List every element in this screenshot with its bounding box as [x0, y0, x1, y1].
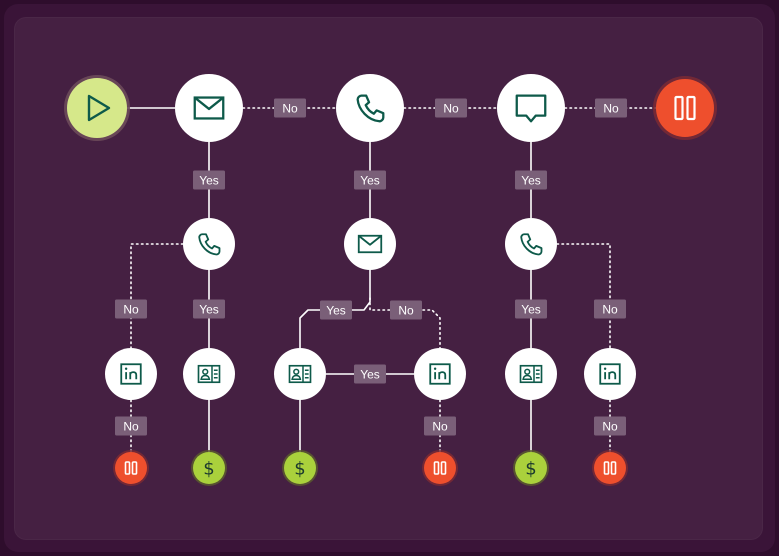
edge-label-yes: Yes	[354, 364, 386, 384]
node-contact-1[interactable]	[183, 348, 235, 400]
edge-label-yes: Yes	[515, 299, 547, 319]
node-circle	[336, 74, 404, 142]
node-linkedin-3[interactable]	[584, 348, 636, 400]
edge-label-text: Yes	[199, 173, 219, 187]
edge-label-text: Yes	[199, 302, 219, 316]
node-money-2[interactable]: $	[282, 450, 318, 486]
pause-icon	[124, 461, 138, 475]
nodes: $ $ $	[64, 74, 717, 486]
pause-icon	[674, 95, 696, 121]
edge-label-no: No	[595, 98, 627, 118]
edge-label-text: No	[432, 419, 448, 433]
edge-label-text: No	[602, 302, 618, 316]
edge-label-background	[595, 98, 627, 118]
edge-label-text: Yes	[521, 173, 541, 187]
connectors	[127, 107, 657, 453]
edge-label-yes: Yes	[193, 170, 225, 190]
pause-icon	[603, 461, 617, 475]
edge-label-background	[354, 170, 386, 190]
connector-email-2-to-linkedin-2	[369, 297, 441, 349]
edge-label-yes: Yes	[320, 300, 352, 320]
edge-label-background	[115, 299, 147, 319]
edge-label-no: No	[594, 416, 626, 436]
edge-label-text: Yes	[360, 367, 380, 381]
stop-circle	[115, 452, 147, 484]
dollar-icon: $	[525, 459, 536, 480]
edge-label-no: No	[424, 416, 456, 436]
edge-label-no: No	[115, 299, 147, 319]
edge-label-background	[594, 416, 626, 436]
edge-label-text: Yes	[521, 302, 541, 316]
node-message-1[interactable]	[497, 74, 565, 142]
edge-label-text: No	[282, 101, 298, 115]
edge-label-background	[424, 416, 456, 436]
edge-label-yes: Yes	[193, 299, 225, 319]
edge-label-background	[515, 299, 547, 319]
node-linkedin-1[interactable]	[105, 348, 157, 400]
stop-circle	[594, 452, 626, 484]
edge-label-no: No	[390, 300, 422, 320]
stop-circle	[656, 79, 714, 137]
edge-label-yes: Yes	[515, 170, 547, 190]
node-call-3[interactable]	[505, 218, 557, 270]
edge-label-text: No	[443, 101, 459, 115]
edge-label-background	[594, 299, 626, 319]
edge-label-background	[435, 98, 467, 118]
node-stop-1[interactable]	[113, 450, 149, 486]
edge-label-text: No	[602, 419, 618, 433]
edge-label-no: No	[594, 299, 626, 319]
edge-label-text: Yes	[326, 303, 346, 317]
dollar-icon: $	[294, 459, 305, 480]
stop-circle	[424, 452, 456, 484]
node-circle	[505, 348, 557, 400]
edge-label-text: No	[123, 419, 139, 433]
edge-label-text: No	[123, 302, 139, 316]
node-contact-2[interactable]	[274, 348, 326, 400]
edge-label-background	[115, 416, 147, 436]
edge-label-background	[193, 299, 225, 319]
node-circle	[183, 218, 235, 270]
edge-label-background	[193, 170, 225, 190]
node-circle	[497, 74, 565, 142]
node-stop-2[interactable]	[422, 450, 458, 486]
edge-label-no: No	[115, 416, 147, 436]
node-money-3[interactable]: $	[513, 450, 549, 486]
edge-label-yes: Yes	[354, 170, 386, 190]
outcome-circle	[193, 452, 225, 484]
node-circle	[274, 348, 326, 400]
edge-label-background	[515, 170, 547, 190]
edge-label-text: No	[603, 101, 619, 115]
node-contact-3[interactable]	[505, 348, 557, 400]
node-circle	[183, 348, 235, 400]
node-stop-top[interactable]	[653, 76, 717, 140]
edge-label-no: No	[274, 98, 306, 118]
connector-call-2-to-linkedin-1	[130, 243, 184, 349]
dollar-icon: $	[203, 459, 214, 480]
connector-call-3-to-linkedin-3	[556, 243, 611, 349]
node-email-1[interactable]	[175, 74, 243, 142]
edge-label-text: Yes	[360, 173, 380, 187]
node-call-2[interactable]	[183, 218, 235, 270]
node-circle	[505, 218, 557, 270]
edge-label-background	[390, 300, 422, 320]
node-call-1[interactable]	[336, 74, 404, 142]
outcome-circle	[284, 452, 316, 484]
node-linkedin-2[interactable]	[414, 348, 466, 400]
edge-label-no: No	[435, 98, 467, 118]
start-circle	[67, 78, 127, 138]
edge-label-text: No	[398, 303, 414, 317]
node-money-1[interactable]: $	[191, 450, 227, 486]
edge-label-background	[274, 98, 306, 118]
edge-label-background	[354, 364, 386, 384]
outcome-circle	[515, 452, 547, 484]
node-start[interactable]	[64, 75, 130, 141]
node-email-2[interactable]	[344, 218, 396, 270]
node-stop-3[interactable]	[592, 450, 628, 486]
play-icon	[87, 94, 111, 122]
pause-icon	[433, 461, 447, 475]
edge-label-background	[320, 300, 352, 320]
